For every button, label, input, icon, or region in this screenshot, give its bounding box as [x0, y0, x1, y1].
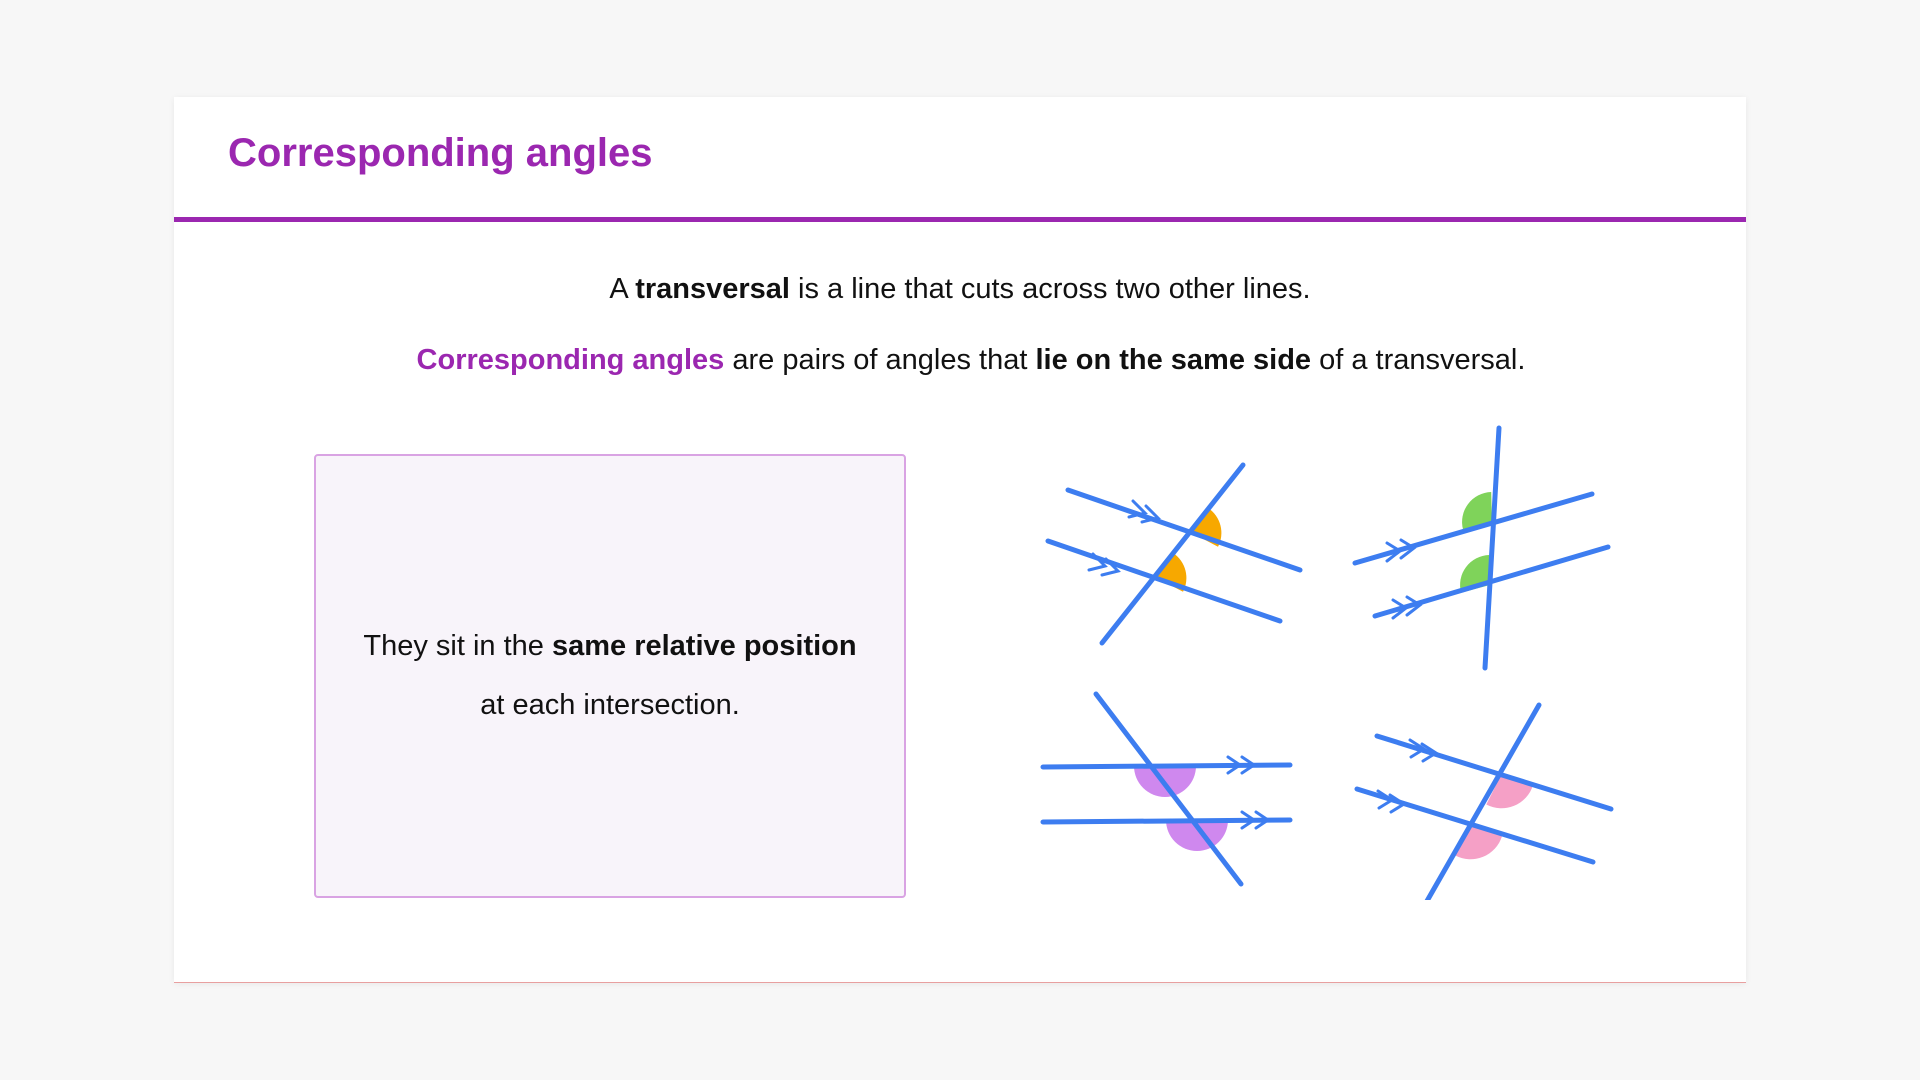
corresponding-term: Corresponding angles [416, 344, 725, 376]
parallel-line-lower [1040, 817, 1293, 825]
angle-sector-upper [1462, 492, 1492, 530]
arrow-marks-upper [1127, 499, 1161, 524]
note-emphasis: same relative position [551, 630, 857, 662]
parallel-line-lower [1354, 786, 1596, 865]
arrow-marks-lower [1391, 595, 1423, 620]
example-bottom-right [1354, 702, 1614, 900]
transversal-line [1099, 462, 1246, 646]
corresponding-emphasis: lie on the same side [1035, 344, 1312, 376]
arrow-marks-upper [1226, 755, 1257, 775]
slide-header: Corresponding angles [174, 97, 1746, 222]
arrow-marks-lower [1240, 810, 1271, 830]
note-pre: They sit in the [363, 630, 552, 662]
page-title: Corresponding angles [228, 131, 653, 175]
note-box: They sit in the same relative position a… [314, 454, 906, 898]
arrow-marks-upper [1408, 738, 1439, 763]
example-top-left [1045, 462, 1303, 646]
parallel-line-lower [1045, 538, 1283, 624]
note-line-2: at each intersection. [480, 689, 740, 721]
parallel-line-upper [1065, 487, 1303, 573]
definition-term: transversal [635, 273, 790, 305]
corresponding-definition: Corresponding angles are pairs of angles… [174, 344, 1746, 377]
arrow-marks-upper [1385, 538, 1417, 563]
parallel-line-upper [1352, 491, 1595, 566]
corresponding-mid: are pairs of angles that [724, 344, 1036, 376]
slide: Corresponding angles A transversal is a … [174, 97, 1746, 983]
angle-sector-lower [1155, 553, 1187, 592]
example-top-right [1352, 425, 1611, 671]
parallel-line-upper [1040, 762, 1293, 770]
note-line-1: They sit in the same relative position [363, 617, 856, 676]
transversal-line [1482, 425, 1502, 671]
transversal-line [1093, 691, 1244, 887]
corresponding-angles-diagram [1040, 425, 1614, 900]
arrow-marks-lower [1376, 789, 1407, 814]
example-bottom-left [1040, 691, 1293, 887]
transversal-line [1424, 702, 1542, 900]
parallel-line-upper [1374, 733, 1614, 812]
definition-post: is a line that cuts across two other lin… [789, 273, 1311, 305]
definition-pre: A [609, 273, 636, 305]
transversal-definition: A transversal is a line that cuts across… [174, 273, 1746, 306]
arrow-marks-lower [1087, 552, 1121, 577]
angle-sector-upper [1190, 508, 1222, 547]
corresponding-post: of a transversal. [1311, 344, 1526, 376]
